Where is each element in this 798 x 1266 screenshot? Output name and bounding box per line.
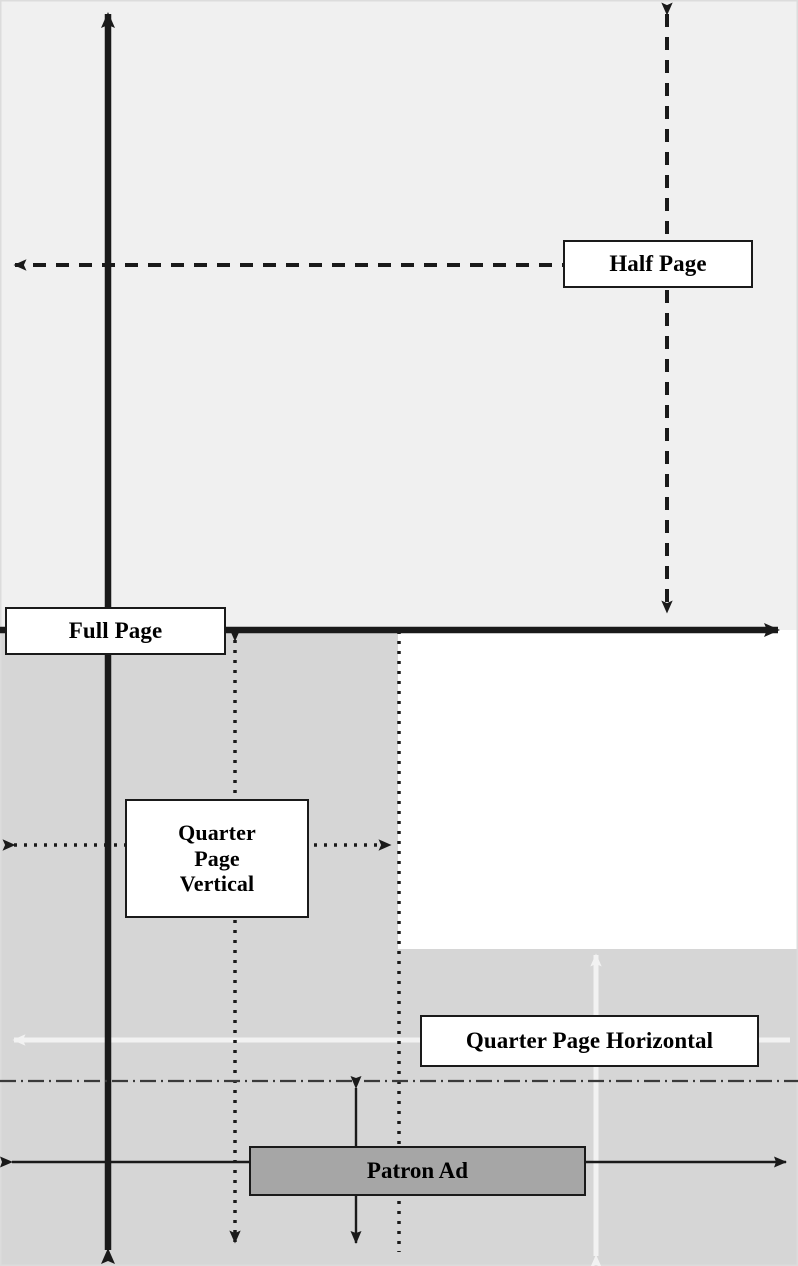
box-patron-ad[interactable]: Patron Ad	[249, 1146, 586, 1196]
region-quarter-horizontal	[0, 949, 798, 1266]
label-half-page-text: Half Page	[609, 251, 707, 277]
label-half-page[interactable]: Half Page	[563, 240, 753, 288]
region-quarter-vertical-white	[398, 630, 798, 949]
label-qpv-line-1: Quarter	[178, 819, 256, 845]
label-full-page[interactable]: Full Page	[5, 607, 226, 655]
label-qpv-line-2: Page	[194, 845, 240, 871]
box-patron-ad-text: Patron Ad	[366, 1158, 469, 1183]
label-quarter-page-vertical-lines: Quarter Page Vertical	[178, 820, 256, 898]
region-full-page	[0, 0, 798, 630]
label-quarter-page-horizontal[interactable]: Quarter Page Horizontal	[420, 1015, 759, 1067]
label-quarter-page-vertical[interactable]: Quarter Page Vertical	[125, 799, 309, 918]
label-full-page-text: Full Page	[68, 618, 163, 644]
label-quarter-page-horizontal-text: Quarter Page Horizontal	[465, 1028, 714, 1054]
label-qpv-line-3: Vertical	[179, 871, 255, 897]
